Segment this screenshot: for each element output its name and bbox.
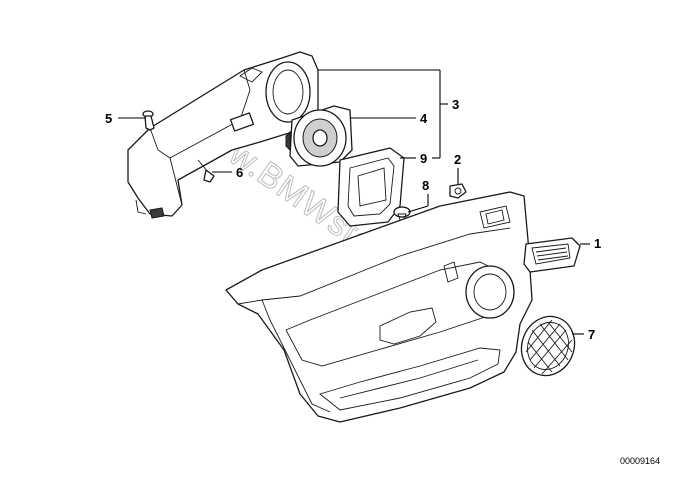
loudspeaker <box>285 105 353 167</box>
leader-lines <box>118 69 590 335</box>
callout-labels: 1 2 3 4 5 6 7 8 9 <box>105 97 601 342</box>
door-panel <box>225 191 533 423</box>
callout-8: 8 <box>422 178 429 193</box>
screw <box>142 110 155 131</box>
cover-grille <box>523 237 581 273</box>
bolt <box>197 159 215 183</box>
callout-9: 9 <box>420 151 427 166</box>
callout-4: 4 <box>420 111 428 126</box>
speaker-housing <box>127 51 319 219</box>
expanding-rivet <box>393 206 411 221</box>
callout-6: 6 <box>236 165 243 180</box>
reference-code: 00009164 <box>620 456 660 466</box>
callout-3: 3 <box>452 97 459 112</box>
callout-1: 1 <box>594 236 601 251</box>
callout-2: 2 <box>454 152 461 167</box>
callout-5: 5 <box>105 111 112 126</box>
clip-nut <box>449 183 467 199</box>
speaker-grille <box>520 315 576 377</box>
callout-7: 7 <box>588 327 595 342</box>
